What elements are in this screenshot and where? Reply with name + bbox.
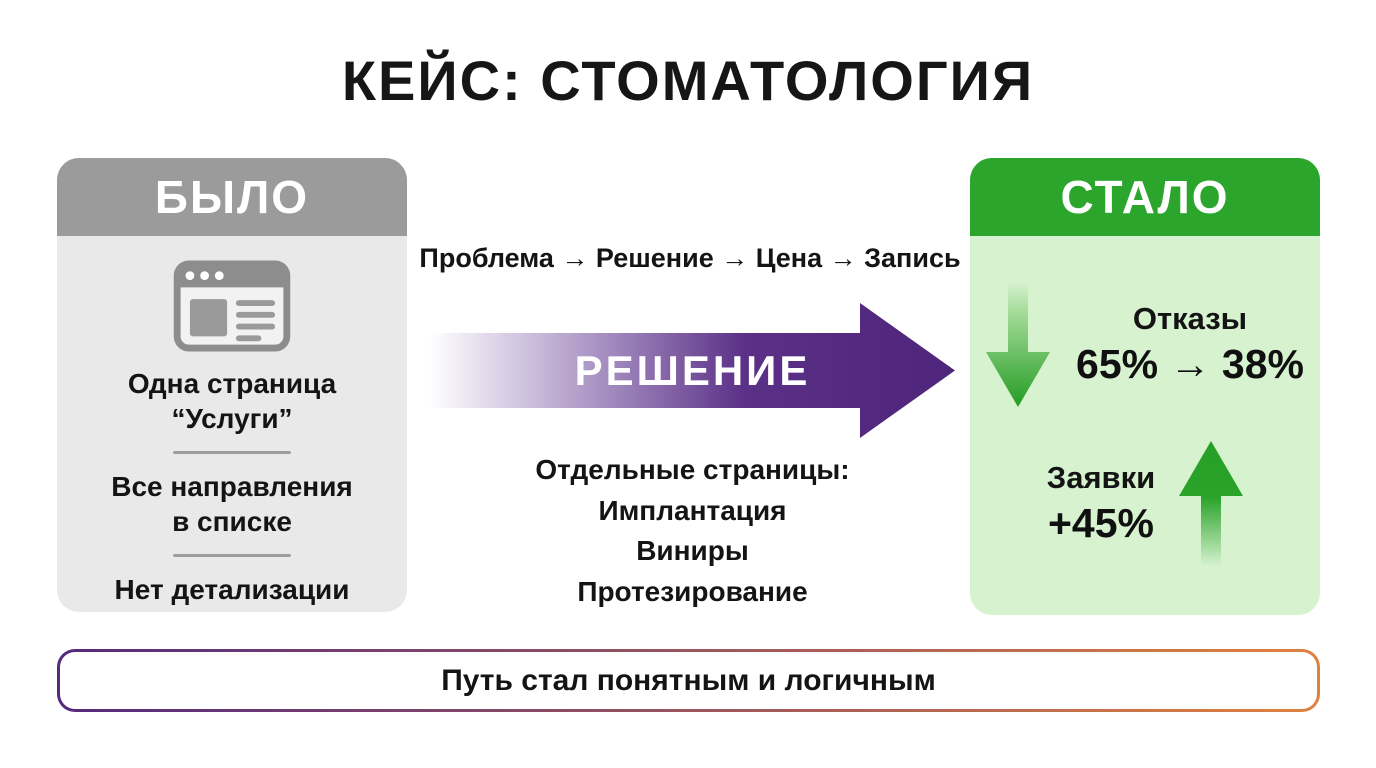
bounces-label: Отказы (1132, 301, 1248, 336)
before-item-no-detail: Нет детализации (114, 574, 350, 605)
leads-label: Заявки (1046, 460, 1156, 495)
footer-banner: Путь стал понятным и логичным (57, 649, 1320, 712)
page-item-implantation: Имплантация (598, 494, 787, 526)
bounces-value: 65% → 38% (1076, 341, 1304, 387)
before-card-header: БЫЛО (57, 158, 407, 236)
arrow-up-icon (1179, 441, 1244, 566)
flow-pages-block: Отдельные страницы: Имплантация Виниры П… (420, 450, 965, 612)
browser-window-icon (173, 260, 291, 352)
arrow-right-icon (430, 303, 955, 438)
after-card: СТАЛО Отказы 65% → 38% Заявки (970, 158, 1320, 615)
divider (173, 554, 291, 557)
after-card-header: СТАЛО (970, 158, 1320, 236)
bounces-stat: Отказы 65% → 38% (1076, 301, 1304, 388)
solution-arrow-label: РЕШЕНИЕ (574, 346, 811, 394)
leads-value: +45% (1047, 500, 1154, 546)
before-item-all-directions: Все направления в списке (111, 471, 353, 537)
after-card-body: Отказы 65% → 38% Заявки +45% (970, 236, 1320, 566)
divider (173, 451, 291, 454)
page-item-prosthetics: Протезирование (577, 575, 808, 607)
flow-steps-line: Проблема → Решение → Цена → Запись (419, 243, 961, 273)
footer-text: Путь стал понятным и логичным (60, 652, 1317, 709)
page-title: КЕЙС: СТОМАТОЛОГИЯ (341, 49, 1035, 112)
pages-title: Отдельные страницы: (535, 454, 850, 485)
before-card-body: Одна страница “Услуги” Все направления в… (57, 236, 407, 607)
leads-stat: Заявки +45% (1047, 460, 1155, 547)
bounces-stat-row: Отказы 65% → 38% (986, 282, 1304, 407)
page-item-veneers: Виниры (636, 535, 749, 567)
leads-stat-row: Заявки +45% (1047, 441, 1244, 566)
before-card: БЫЛО Одна страница “Услуги” Все направле… (57, 158, 407, 612)
arrow-down-icon (986, 282, 1051, 407)
before-item-single-page: Одна страница “Услуги” (127, 368, 337, 434)
